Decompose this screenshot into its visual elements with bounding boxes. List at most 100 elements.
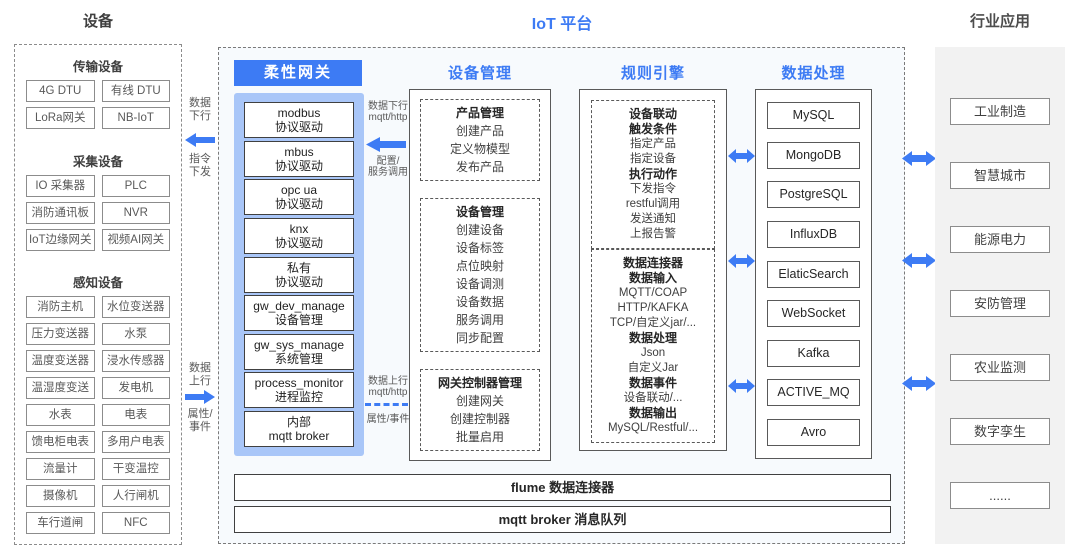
double-arrow-icon: [902, 151, 936, 166]
label-data-uplink: 数据 上行: [184, 362, 216, 388]
device-box: 温度变送器: [26, 350, 95, 372]
module-name: process_monitor: [254, 376, 344, 391]
device-box: 发电机: [101, 377, 170, 399]
data-store-box: WebSocket: [767, 300, 860, 328]
industry-box: 智慧城市: [950, 162, 1050, 189]
group-item: 点位映射: [455, 259, 504, 273]
group-item: 设备标签: [455, 241, 504, 255]
label-line: 数据: [189, 362, 211, 374]
module-name: mbus: [284, 144, 314, 159]
double-arrow-icon: [902, 253, 936, 268]
group-items: 创建设备设备标签点位映射设备调测设备数据服务调用同步配置: [423, 221, 537, 347]
rule-line: 上报告警: [630, 228, 676, 240]
label-gw-uplink: 数据上行 mqtt/http: [364, 376, 412, 398]
device-box: 流量计: [26, 458, 95, 480]
gateway-module-box: process_monitor 进程监控: [244, 372, 354, 409]
device-box: 水位变送器: [101, 296, 170, 318]
group-item: 设备数据: [455, 295, 504, 309]
data-store-box: ACTIVE_MQ: [767, 379, 860, 407]
label-line: 数据上行: [368, 376, 408, 387]
group-item: 创建网关: [455, 394, 504, 408]
rule-line: 设备联动: [628, 107, 677, 121]
module-name: 内部: [286, 415, 311, 429]
device-box: 馈电柜电表: [26, 431, 95, 453]
rule-line: 设备联动/...: [623, 392, 683, 404]
device-box: 视频AI网关: [101, 228, 170, 251]
device-box: 人行闸机: [101, 485, 170, 507]
iot-platform-panel: 柔性网关 modbus 协议驱动 mbus 协议驱动 opc ua 协议驱动 k…: [218, 47, 905, 544]
device-box: IO 采集器: [26, 174, 95, 197]
platform-title: IoT 平台: [531, 16, 593, 33]
label-attr-event: 属性/ 事件: [184, 408, 216, 434]
group-item: 创建设备: [455, 223, 504, 237]
double-arrow-icon: [728, 254, 755, 268]
label-data-downlink: 数据 下行: [184, 97, 216, 123]
module-name: 私有: [286, 260, 311, 275]
group-title: 产品管理: [455, 106, 504, 120]
group-title: 设备管理: [455, 205, 504, 219]
gateway-header: 柔性网关: [234, 60, 362, 86]
device-box: 温湿度变送: [26, 377, 95, 399]
label-line: 指令: [189, 153, 211, 165]
data-store-box: InfluxDB: [767, 220, 860, 248]
module-label: 协议驱动: [274, 197, 323, 212]
industry-box: 工业制造: [950, 98, 1050, 125]
group-item: 同步配置: [455, 331, 504, 345]
group-item: 创建控制器: [449, 412, 510, 426]
rule-line: 数据输入: [628, 271, 677, 285]
rule-line: 数据连接器: [622, 256, 683, 270]
group-item: 批量启用: [455, 430, 504, 444]
device-box: LoRa网关: [26, 107, 95, 129]
label-line: mqtt/http: [368, 387, 408, 398]
double-arrow-icon: [728, 379, 755, 393]
arrow-right-icon: [185, 390, 215, 404]
device-box: NVR: [101, 201, 170, 224]
section-title: 感知设备: [72, 276, 123, 290]
industry-box: ......: [950, 482, 1050, 509]
device-box: 水泵: [101, 323, 170, 345]
group-item: 发布产品: [455, 160, 504, 174]
label-line: 属性/事件: [366, 414, 410, 425]
gateway-module-box: opc ua 协议驱动: [244, 179, 354, 216]
arrow-left-icon: [366, 137, 406, 152]
label-line: 配置/: [376, 156, 400, 167]
gateway-controller-group: 网关控制器管理 创建网关创建控制器批量启用: [420, 369, 540, 451]
section-title: 采集设备: [72, 154, 123, 169]
rule-line: 下发指令: [630, 183, 676, 195]
device-mgmt-panel: 产品管理 创建产品定义物模型发布产品 设备管理 创建设备设备标签点位映射设备调测…: [409, 89, 551, 461]
rule-engine-header: 规则引擎: [620, 65, 685, 82]
label-line: 事件: [189, 421, 211, 433]
gateway-panel: modbus 协议驱动 mbus 协议驱动 opc ua 协议驱动 knx 协议…: [234, 93, 364, 456]
industry-box: 农业监测: [950, 354, 1050, 381]
module-label: 协议驱动: [274, 158, 323, 173]
industry-box: 数字孪生: [950, 418, 1050, 445]
section-title: 传输设备: [72, 60, 123, 74]
device-box: 干变温控: [101, 458, 170, 480]
device-box: 压力变送器: [26, 323, 95, 345]
dashed-uplink-line: [365, 403, 408, 406]
rule-line: HTTP/KAFKA: [617, 302, 689, 314]
gateway-module-box: mbus 协议驱动: [244, 140, 354, 177]
mqtt-broker-queue-bar: mqtt broker 消息队列: [234, 506, 891, 533]
rule-line: 发送通知: [630, 213, 676, 225]
device-mgmt-group: 设备管理 创建设备设备标签点位映射设备调测设备数据服务调用同步配置: [420, 198, 540, 352]
rule-line: MQTT/COAP: [618, 287, 688, 299]
module-name: gw_sys_manage: [253, 337, 345, 352]
data-store-box: ElaticSearch: [767, 260, 860, 288]
gateway-module-box: 内部 mqtt broker: [244, 411, 354, 447]
module-label: 系统管理: [274, 351, 323, 366]
data-store-box: Avro: [767, 419, 860, 446]
industry-box: 能源电力: [950, 226, 1050, 253]
rule-line: 触发条件: [628, 122, 677, 136]
rule-line: 指定产品: [630, 138, 676, 150]
rule-line: restful调用: [625, 198, 681, 210]
gateway-module-box: 私有 协议驱动: [244, 256, 354, 293]
device-box: 多用户电表: [101, 431, 170, 453]
rule-line: 自定义Jar: [627, 362, 679, 374]
device-grid: 消防主机水位变送器压力变送器水泵温度变送器浸水传感器温湿度变送发电机水表电表馈电…: [26, 296, 170, 534]
label-command-issue: 指令 下发: [184, 153, 216, 179]
data-store-box: MySQL: [767, 102, 860, 129]
flume-connector-bar: flume 数据连接器: [234, 474, 891, 501]
